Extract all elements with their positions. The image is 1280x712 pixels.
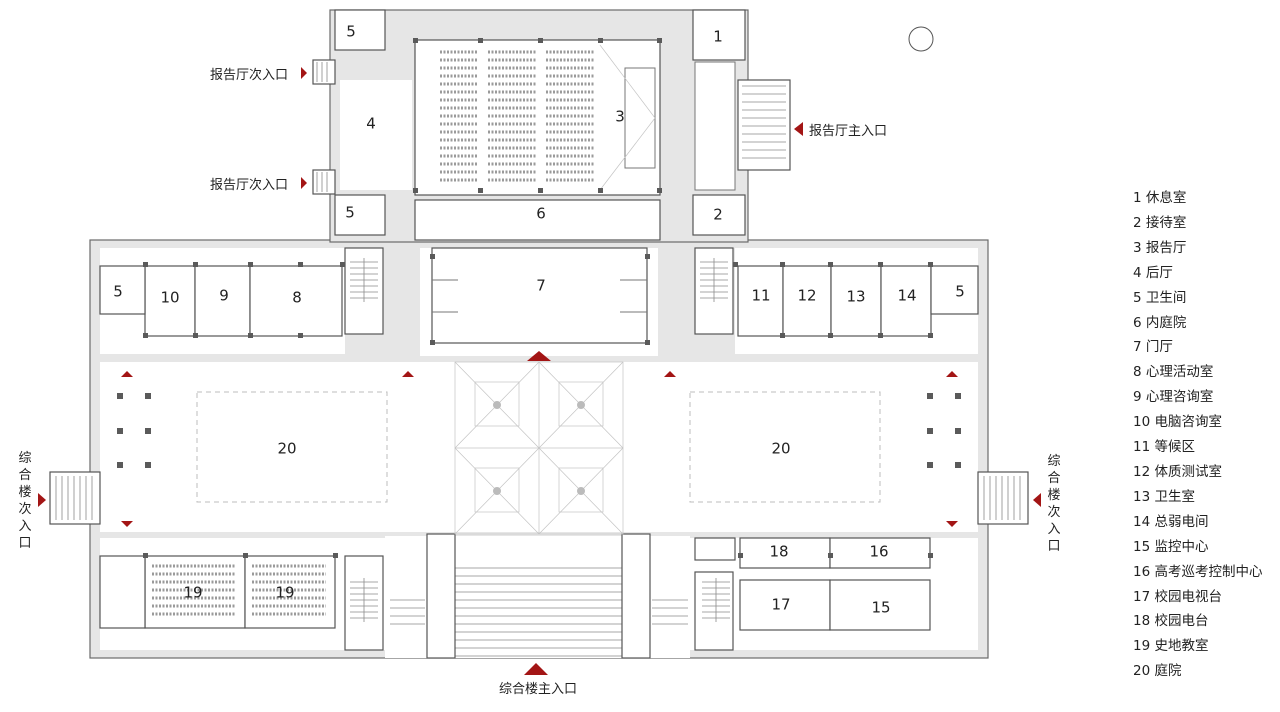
legend-item: 9 心理咨询室	[1133, 389, 1214, 406]
legend-item: 6 内庭院	[1133, 314, 1187, 331]
legend-item: 18 校园电台	[1133, 613, 1209, 630]
legend-item: 16 高考巡考控制中心	[1133, 563, 1263, 580]
complex-main-entrance-label: 综合楼主入口	[499, 682, 578, 697]
auditorium-seating	[440, 50, 594, 182]
legend-item: 3 报告厅	[1133, 239, 1187, 256]
room-number-17: 17	[771, 596, 790, 614]
legend-item: 11 等候区	[1133, 439, 1195, 456]
room-number-6: 6	[536, 205, 546, 223]
legend-item: 8 心理活动室	[1133, 364, 1214, 381]
courtyard-right	[689, 391, 881, 503]
entrance-triangle-icons	[38, 67, 1041, 675]
room-number-5-top: 5	[346, 23, 356, 41]
room-number-10: 10	[160, 289, 179, 307]
room-number-16: 16	[869, 543, 888, 561]
room-number-18: 18	[769, 543, 788, 561]
legend-item: 10 电脑咨询室	[1133, 414, 1222, 431]
auditorium-side-entrance-top-label: 报告厅次入口	[210, 68, 289, 83]
room-number-19-a: 19	[183, 584, 202, 602]
room-number-5-left: 5	[113, 283, 123, 301]
legend-item: 2 接待室	[1133, 214, 1187, 231]
room-number-15: 15	[871, 599, 890, 617]
legend-item: 7 门厅	[1133, 339, 1173, 356]
auditorium-main-entrance-label: 报告厅主入口	[809, 124, 888, 139]
lobby-walls	[431, 247, 648, 344]
legend-item: 19 史地教室	[1133, 638, 1209, 655]
auditorium-side-entrance-bottom-label: 报告厅次入口	[210, 178, 289, 193]
classroom-desks	[152, 564, 326, 616]
complex-side-entrance-left-label: 综合楼次入口	[18, 451, 32, 551]
auditorium-steps	[312, 59, 791, 195]
columns	[117, 38, 961, 558]
stairs	[349, 257, 731, 659]
room-numbers: 1 2 3 4 5 5 5 5 6 7 8 9 10 11 12 13 14 1…	[113, 23, 965, 617]
room-number-13: 13	[846, 288, 865, 306]
complex-side-entrance-right-label: 综合楼次入口	[1047, 454, 1061, 554]
legend-item: 13 卫生室	[1133, 488, 1195, 505]
room-number-9: 9	[219, 287, 229, 305]
room-number-1: 1	[713, 28, 723, 46]
legend-item: 4 后厅	[1133, 264, 1173, 281]
side-steps	[49, 471, 1029, 525]
room-number-2: 2	[713, 206, 723, 224]
room-number-12: 12	[797, 287, 816, 305]
legend-item: 14 总弱电间	[1133, 513, 1209, 530]
central-atrium-grid	[454, 361, 624, 535]
courtyard-left	[196, 391, 388, 503]
legend-item: 12 体质测试室	[1133, 463, 1222, 480]
legend-item: 20 庭院	[1133, 663, 1182, 680]
room-number-3: 3	[615, 108, 625, 126]
room-number-20-left: 20	[277, 440, 296, 458]
room-number-19-b: 19	[275, 584, 294, 602]
room-number-8: 8	[292, 289, 302, 307]
right-lower-rooms	[694, 537, 931, 651]
room-number-4: 4	[366, 115, 376, 133]
room-number-7: 7	[536, 277, 546, 295]
room-number-5-right: 5	[955, 283, 965, 301]
legend: 1 休息室 2 接待室 3 报告厅 4 后厅 5 卫生间 6 内庭院 7 门厅 8 心理活动室…	[1133, 186, 1262, 684]
legend-item: 15 监控中心	[1133, 538, 1209, 555]
room-number-20-right: 20	[771, 440, 790, 458]
room-number-14: 14	[897, 287, 916, 305]
legend-item: 17 校园电视台	[1133, 588, 1222, 605]
north-arrow-icon	[908, 26, 934, 52]
room-number-11: 11	[751, 287, 770, 305]
legend-item: 5 卫生间	[1133, 289, 1187, 306]
room-number-5-mid: 5	[345, 204, 355, 222]
legend-item: 1 休息室	[1133, 190, 1187, 206]
